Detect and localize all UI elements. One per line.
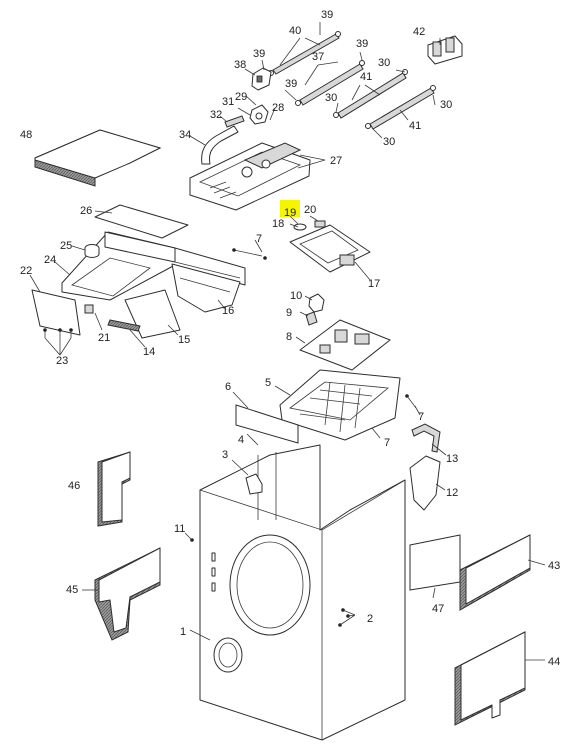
callout-30: 30	[383, 136, 395, 148]
callout-8: 8	[286, 331, 292, 343]
door-porthole	[229, 534, 311, 636]
drawer-trim-strip	[107, 319, 141, 332]
callout-39: 39	[321, 9, 333, 21]
insulation-pad-44	[454, 631, 526, 726]
callout-29: 29	[235, 91, 247, 103]
callout-13: 13	[446, 453, 458, 465]
main-pcb	[299, 319, 391, 371]
callout-45: 45	[66, 584, 78, 596]
callout-10: 10	[290, 290, 302, 302]
callout-9: 9	[286, 307, 292, 319]
callout-18: 18	[272, 218, 284, 230]
callout-41: 41	[360, 71, 372, 83]
insulation-pad-46	[97, 451, 131, 527]
cabinet	[199, 444, 406, 741]
insulation-pad-43	[459, 534, 531, 611]
drawer-clip	[84, 304, 94, 314]
callout-37: 37	[312, 51, 324, 63]
callout-46: 46	[68, 480, 80, 492]
leader-lines	[29, 22, 546, 661]
hose-clamp-bracket	[251, 67, 272, 91]
callout-24: 24	[44, 254, 56, 266]
callout-47: 47	[432, 603, 444, 615]
callout-25: 25	[60, 240, 72, 252]
callout-21: 21	[98, 332, 110, 344]
callout-6: 6	[225, 381, 231, 393]
callout-31: 31	[222, 96, 234, 108]
callout-7: 7	[384, 437, 390, 449]
small-hose	[224, 115, 245, 128]
seals-18-20	[293, 220, 326, 231]
callout-20: 20	[304, 204, 316, 216]
callout-19: 19	[284, 207, 296, 219]
callout-39: 39	[356, 38, 368, 50]
detergent-housing	[189, 142, 311, 211]
callout-7: 7	[418, 411, 424, 423]
highlight-marker	[280, 200, 300, 217]
inlet-valve	[427, 35, 463, 65]
hose-fitting	[249, 104, 269, 125]
callout-14: 14	[143, 346, 155, 358]
drawer-body	[61, 231, 246, 313]
callout-22: 22	[20, 265, 32, 277]
insulation-pad-45	[94, 547, 161, 641]
callout-3: 3	[222, 449, 228, 461]
drawer-cap	[84, 244, 100, 258]
callout-23: 23	[56, 355, 68, 367]
callout-39: 39	[253, 48, 265, 60]
callout-32: 32	[210, 109, 222, 121]
drawer-top-plate	[94, 204, 189, 239]
callout-1: 1	[180, 626, 186, 638]
inner-panel	[409, 534, 461, 591]
latch-part	[245, 473, 263, 495]
callout-4: 4	[238, 434, 244, 446]
control-board-cover	[289, 224, 371, 273]
door-hinge	[409, 455, 441, 511]
callout-5: 5	[265, 377, 271, 389]
screws-23	[43, 328, 73, 338]
callout-30: 30	[378, 57, 390, 69]
callout-30: 30	[325, 92, 337, 104]
callout-27: 27	[330, 155, 342, 167]
callout-34: 34	[179, 129, 191, 141]
callout-48: 48	[20, 129, 32, 141]
drawer-side-panel	[124, 289, 181, 339]
callout-30: 30	[440, 99, 452, 111]
callout-28: 28	[272, 102, 284, 114]
callout-15: 15	[178, 334, 190, 346]
drawer-front-panel	[31, 289, 81, 336]
callout-16: 16	[222, 305, 234, 317]
callout-44: 44	[548, 656, 560, 668]
callout-39: 39	[285, 78, 297, 90]
knob-clip	[305, 311, 318, 326]
callout-12: 12	[446, 487, 458, 499]
callout-7: 7	[256, 233, 262, 245]
callout-2: 2	[367, 613, 373, 625]
lock-lever	[411, 423, 441, 453]
selector-knob	[308, 293, 325, 313]
callout-41: 41	[409, 120, 421, 132]
callout-38: 38	[234, 59, 246, 71]
callout-40: 40	[289, 25, 301, 37]
callout-11: 11	[174, 523, 185, 535]
callout-42: 42	[413, 26, 425, 38]
curved-drain-hose	[201, 125, 239, 165]
callout-26: 26	[80, 205, 92, 217]
front-top-panel	[235, 404, 299, 444]
callout-43: 43	[548, 560, 560, 572]
callout-17: 17	[368, 278, 380, 290]
